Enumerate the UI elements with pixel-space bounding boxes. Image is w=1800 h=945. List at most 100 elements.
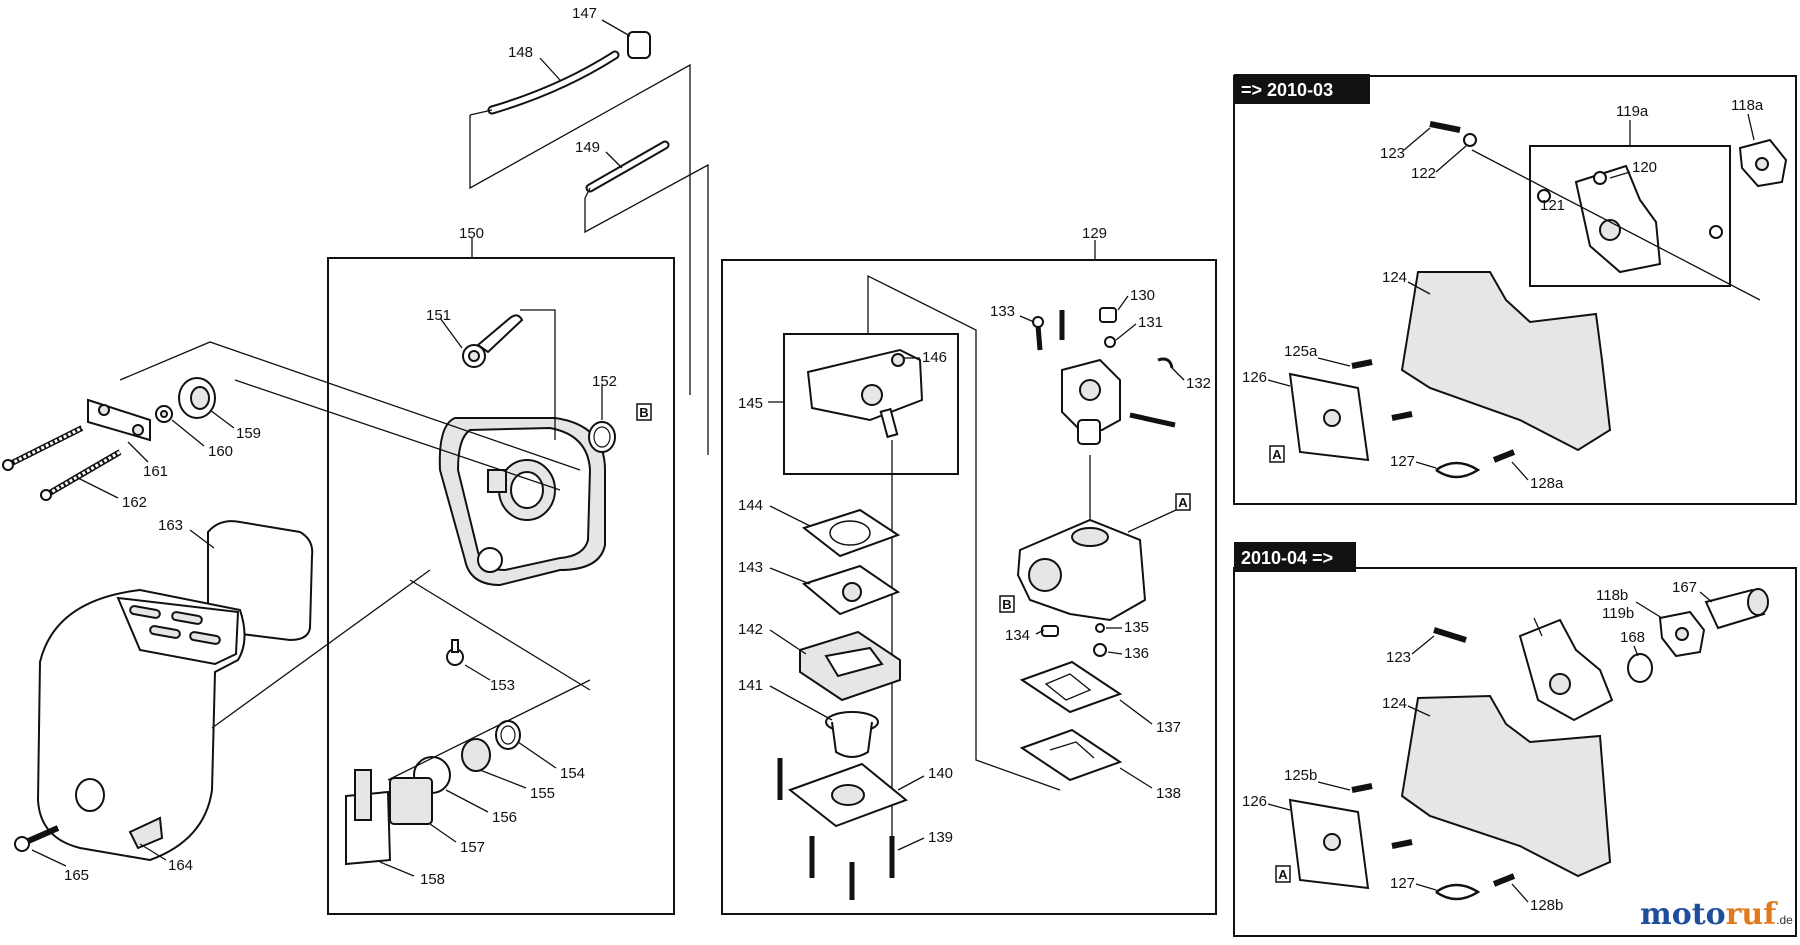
label-161: 161 xyxy=(143,463,168,480)
label-168: 168 xyxy=(1620,629,1645,646)
tag-a-2010-03: A xyxy=(1269,445,1285,463)
panel-carburetor-box xyxy=(721,259,1217,915)
label-135: 135 xyxy=(1124,619,1149,636)
tag-b-text: B xyxy=(639,405,648,420)
watermark-logo: motoruf.de xyxy=(1640,897,1793,932)
label-118a: 118a xyxy=(1731,97,1764,114)
panel-air-filter-box xyxy=(327,257,675,915)
adapter-124b xyxy=(1400,694,1612,878)
watermark-part-b: ruf xyxy=(1726,897,1779,932)
label-167: 167 xyxy=(1672,579,1697,596)
label-121: 121 xyxy=(1540,197,1565,214)
label-119a: 119a xyxy=(1616,103,1649,120)
label-127-old: 127 xyxy=(1390,453,1415,470)
label-126-new: 126 xyxy=(1242,793,1267,810)
o-ring-168 xyxy=(1627,653,1653,683)
label-147: 147 xyxy=(572,5,597,22)
bolt-long-upper xyxy=(2,425,84,471)
fasteners-2010-03 xyxy=(1351,121,1723,479)
cover-plate-140 xyxy=(787,762,908,828)
label-143: 143 xyxy=(738,559,763,576)
gasket-118a xyxy=(1738,138,1788,188)
diaphragm-138 xyxy=(1019,728,1123,782)
label-134: 134 xyxy=(1005,627,1030,644)
gasket-144 xyxy=(801,508,901,558)
fasteners-2010-04 xyxy=(1351,627,1516,901)
label-144: 144 xyxy=(738,497,763,514)
label-130: 130 xyxy=(1130,287,1155,304)
caption-bar-2010-03 xyxy=(1234,74,1370,104)
label-149: 149 xyxy=(575,139,600,156)
tag-b-text-2: B xyxy=(1002,597,1011,612)
label-131: 131 xyxy=(1138,314,1163,331)
bolt-long-162 xyxy=(40,449,122,501)
panel-pump-cover-145 xyxy=(783,333,959,475)
label-123-new: 123 xyxy=(1386,649,1411,666)
label-124-old: 124 xyxy=(1382,269,1407,286)
label-155: 155 xyxy=(530,785,555,802)
label-156: 156 xyxy=(492,809,517,826)
o-ring-135-136 xyxy=(1093,623,1107,657)
label-128a: 128a xyxy=(1530,475,1564,492)
watermark-suffix: .de xyxy=(1776,913,1793,927)
choke-knob-159 xyxy=(178,377,216,419)
label-126-old: 126 xyxy=(1242,369,1267,386)
label-128b: 128b xyxy=(1530,897,1563,914)
gasket-118b xyxy=(1658,610,1706,658)
fuel-hose-group xyxy=(469,31,709,455)
panel-version-2010-04 xyxy=(1233,567,1797,937)
label-146: 146 xyxy=(922,349,947,366)
air-filter-cover-164 xyxy=(36,588,246,862)
label-153: 153 xyxy=(490,677,515,694)
tag-b-air-box: B xyxy=(636,403,652,421)
label-163: 163 xyxy=(158,517,183,534)
part-labels: 147 148 149 151 152 153 154 155 156 157 … xyxy=(31,5,1764,914)
label-118b: 118b xyxy=(1596,587,1628,604)
svg-text:motoruf.de: motoruf.de xyxy=(1640,897,1793,932)
adapter-124a xyxy=(1400,271,1612,452)
label-124-new: 124 xyxy=(1382,695,1407,712)
tag-a-text-2: A xyxy=(1272,447,1282,462)
sleeve-167 xyxy=(1704,588,1769,630)
primer-bulb-141 xyxy=(825,711,879,758)
tag-a-2010-04: A xyxy=(1275,865,1291,883)
hose-clamp-147 xyxy=(627,31,651,59)
heat-insulator-126b xyxy=(1288,798,1370,890)
label-122: 122 xyxy=(1411,165,1436,182)
tag-a-text-3: A xyxy=(1278,867,1288,882)
label-120: 120 xyxy=(1632,159,1657,176)
label-129: 129 xyxy=(1082,225,1107,242)
bracket-161 xyxy=(87,398,151,442)
screw-153 xyxy=(446,639,464,666)
pump-body-142 xyxy=(799,630,901,702)
label-160: 160 xyxy=(208,443,233,460)
caption-2010-04: 2010-04 => xyxy=(1241,548,1333,568)
label-142: 142 xyxy=(738,621,763,638)
label-140: 140 xyxy=(928,765,953,782)
label-132: 132 xyxy=(1186,375,1211,392)
label-136: 136 xyxy=(1124,645,1149,662)
caption-bar-2010-04 xyxy=(1234,542,1356,572)
label-138: 138 xyxy=(1156,785,1181,802)
label-165: 165 xyxy=(64,867,89,884)
label-139: 139 xyxy=(928,829,953,846)
label-125b: 125b xyxy=(1284,767,1317,784)
label-141: 141 xyxy=(738,677,763,694)
label-162: 162 xyxy=(122,494,147,511)
tag-a-carb: A xyxy=(1175,493,1191,511)
heat-insulator-126a xyxy=(1288,372,1370,462)
label-164: 164 xyxy=(168,857,193,874)
label-145: 145 xyxy=(738,395,763,412)
washer-160 xyxy=(155,405,173,423)
label-125a: 125a xyxy=(1284,343,1318,360)
air-filter-element-157 xyxy=(389,777,433,825)
label-148: 148 xyxy=(508,44,533,61)
carb-top-part xyxy=(1061,358,1121,445)
label-133: 133 xyxy=(990,303,1015,320)
label-157: 157 xyxy=(460,839,485,856)
filter-158 xyxy=(345,769,392,866)
screws-130-133 xyxy=(1032,307,1176,428)
label-127-new: 127 xyxy=(1390,875,1415,892)
